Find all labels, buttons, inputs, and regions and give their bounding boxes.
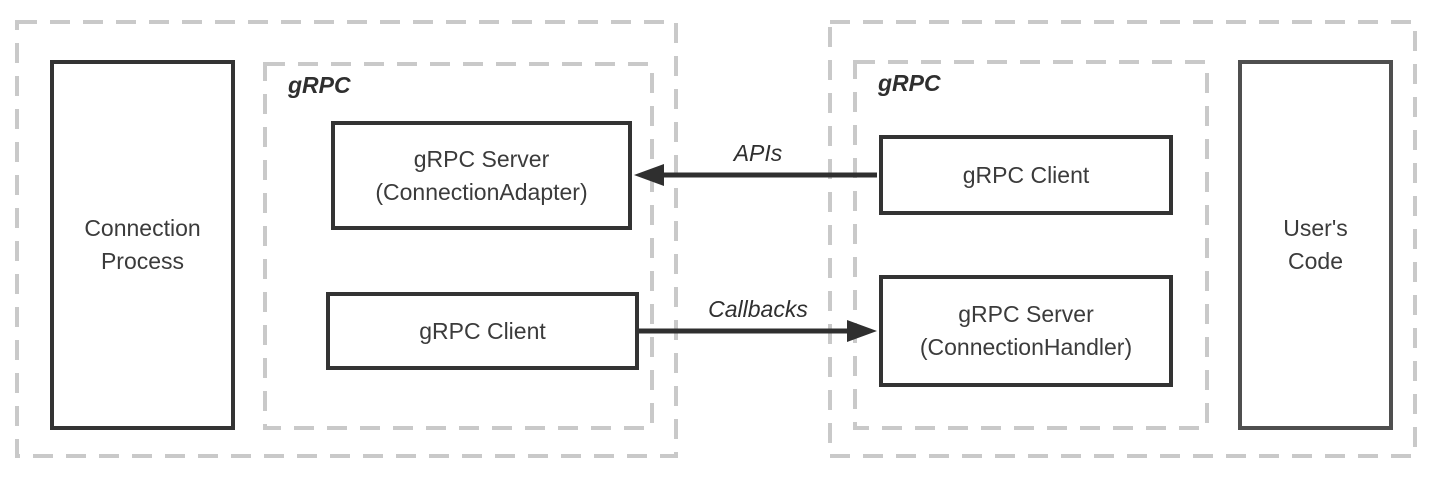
left-grpc-container-label: gRPC (288, 72, 351, 98)
user-code-group-outline (828, 20, 1417, 458)
connection-process-box: Connection Process (50, 60, 235, 430)
right-grpc-container-label: gRPC (878, 70, 941, 96)
callbacks-arrow (639, 320, 877, 342)
left-grpc-container-outline (263, 62, 654, 430)
apis-arrowhead-left-icon (634, 164, 664, 186)
left-grpc-client-box: gRPC Client (326, 292, 639, 370)
grpc-server-connection-handler-box: gRPC Server (ConnectionHandler) (879, 275, 1173, 387)
callbacks-arrow-label: Callbacks (708, 296, 808, 322)
users-code-box: User's Code (1238, 60, 1393, 430)
right-grpc-client-box: gRPC Client (879, 135, 1173, 215)
apis-arrow (634, 164, 877, 186)
grpc-server-connection-adapter-box: gRPC Server (ConnectionAdapter) (331, 121, 632, 230)
callbacks-arrowhead-right-icon (847, 320, 877, 342)
right-grpc-container-outline (853, 60, 1209, 430)
apis-arrow-label: APIs (733, 140, 783, 166)
connection-process-group-outline (15, 20, 678, 458)
